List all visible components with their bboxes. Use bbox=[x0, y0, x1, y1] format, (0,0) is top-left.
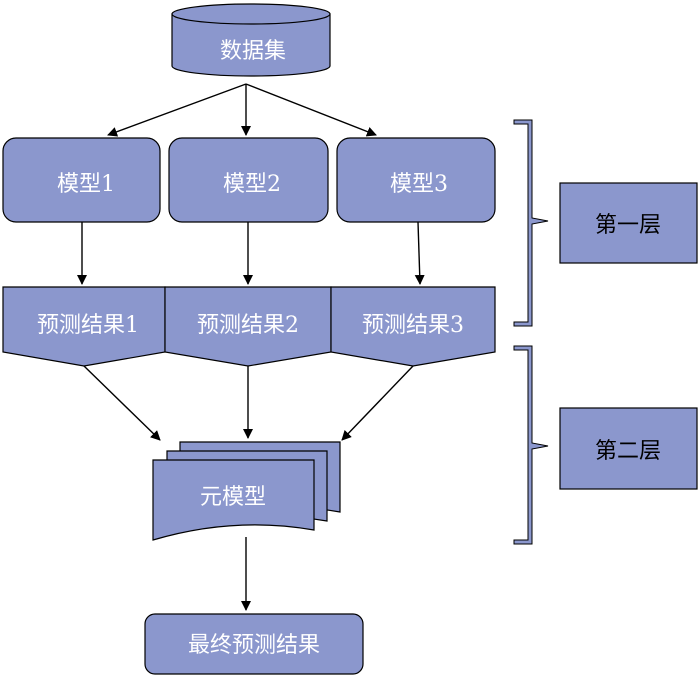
model1-label: 模型1 bbox=[57, 172, 115, 197]
prediction2-label: 预测结果2 bbox=[197, 313, 299, 338]
model3-node: 模型3 bbox=[336, 137, 496, 223]
prediction3-label: 预测结果3 bbox=[362, 313, 464, 338]
model2-node: 模型2 bbox=[168, 137, 329, 223]
layer1-label: 第一层 bbox=[595, 213, 661, 238]
prediction1-node: 预测结果1 bbox=[2, 286, 166, 367]
model2-label: 模型2 bbox=[223, 172, 281, 197]
final-result-label: 最终预测结果 bbox=[188, 633, 320, 658]
layer2-box: 第二层 bbox=[559, 407, 698, 490]
meta-model-label: 元模型 bbox=[200, 485, 266, 510]
dataset-label: 数据集 bbox=[220, 39, 286, 64]
arrow-pred1-meta bbox=[83, 365, 161, 441]
arrow-model3-pred3 bbox=[414, 221, 425, 285]
prediction1-label: 预测结果1 bbox=[37, 313, 139, 338]
prediction3-node: 预测结果3 bbox=[330, 286, 496, 367]
model1-node: 模型1 bbox=[2, 137, 161, 223]
meta-model-node: 元模型 bbox=[152, 441, 341, 541]
model3-label: 模型3 bbox=[390, 172, 448, 197]
arrow-dataset-model1 bbox=[107, 83, 247, 137]
dataset-node: 数据集 bbox=[171, 3, 331, 77]
prediction2-node: 预测结果2 bbox=[164, 286, 332, 367]
arrow-pred3-meta bbox=[341, 365, 414, 441]
final-result-node: 最终预测结果 bbox=[144, 613, 364, 675]
layer1-box: 第一层 bbox=[559, 182, 698, 264]
layer1-bracket bbox=[513, 119, 549, 327]
arrow-dataset-model3 bbox=[245, 83, 377, 137]
layer2-bracket bbox=[513, 345, 549, 545]
layer2-label: 第二层 bbox=[595, 439, 661, 464]
